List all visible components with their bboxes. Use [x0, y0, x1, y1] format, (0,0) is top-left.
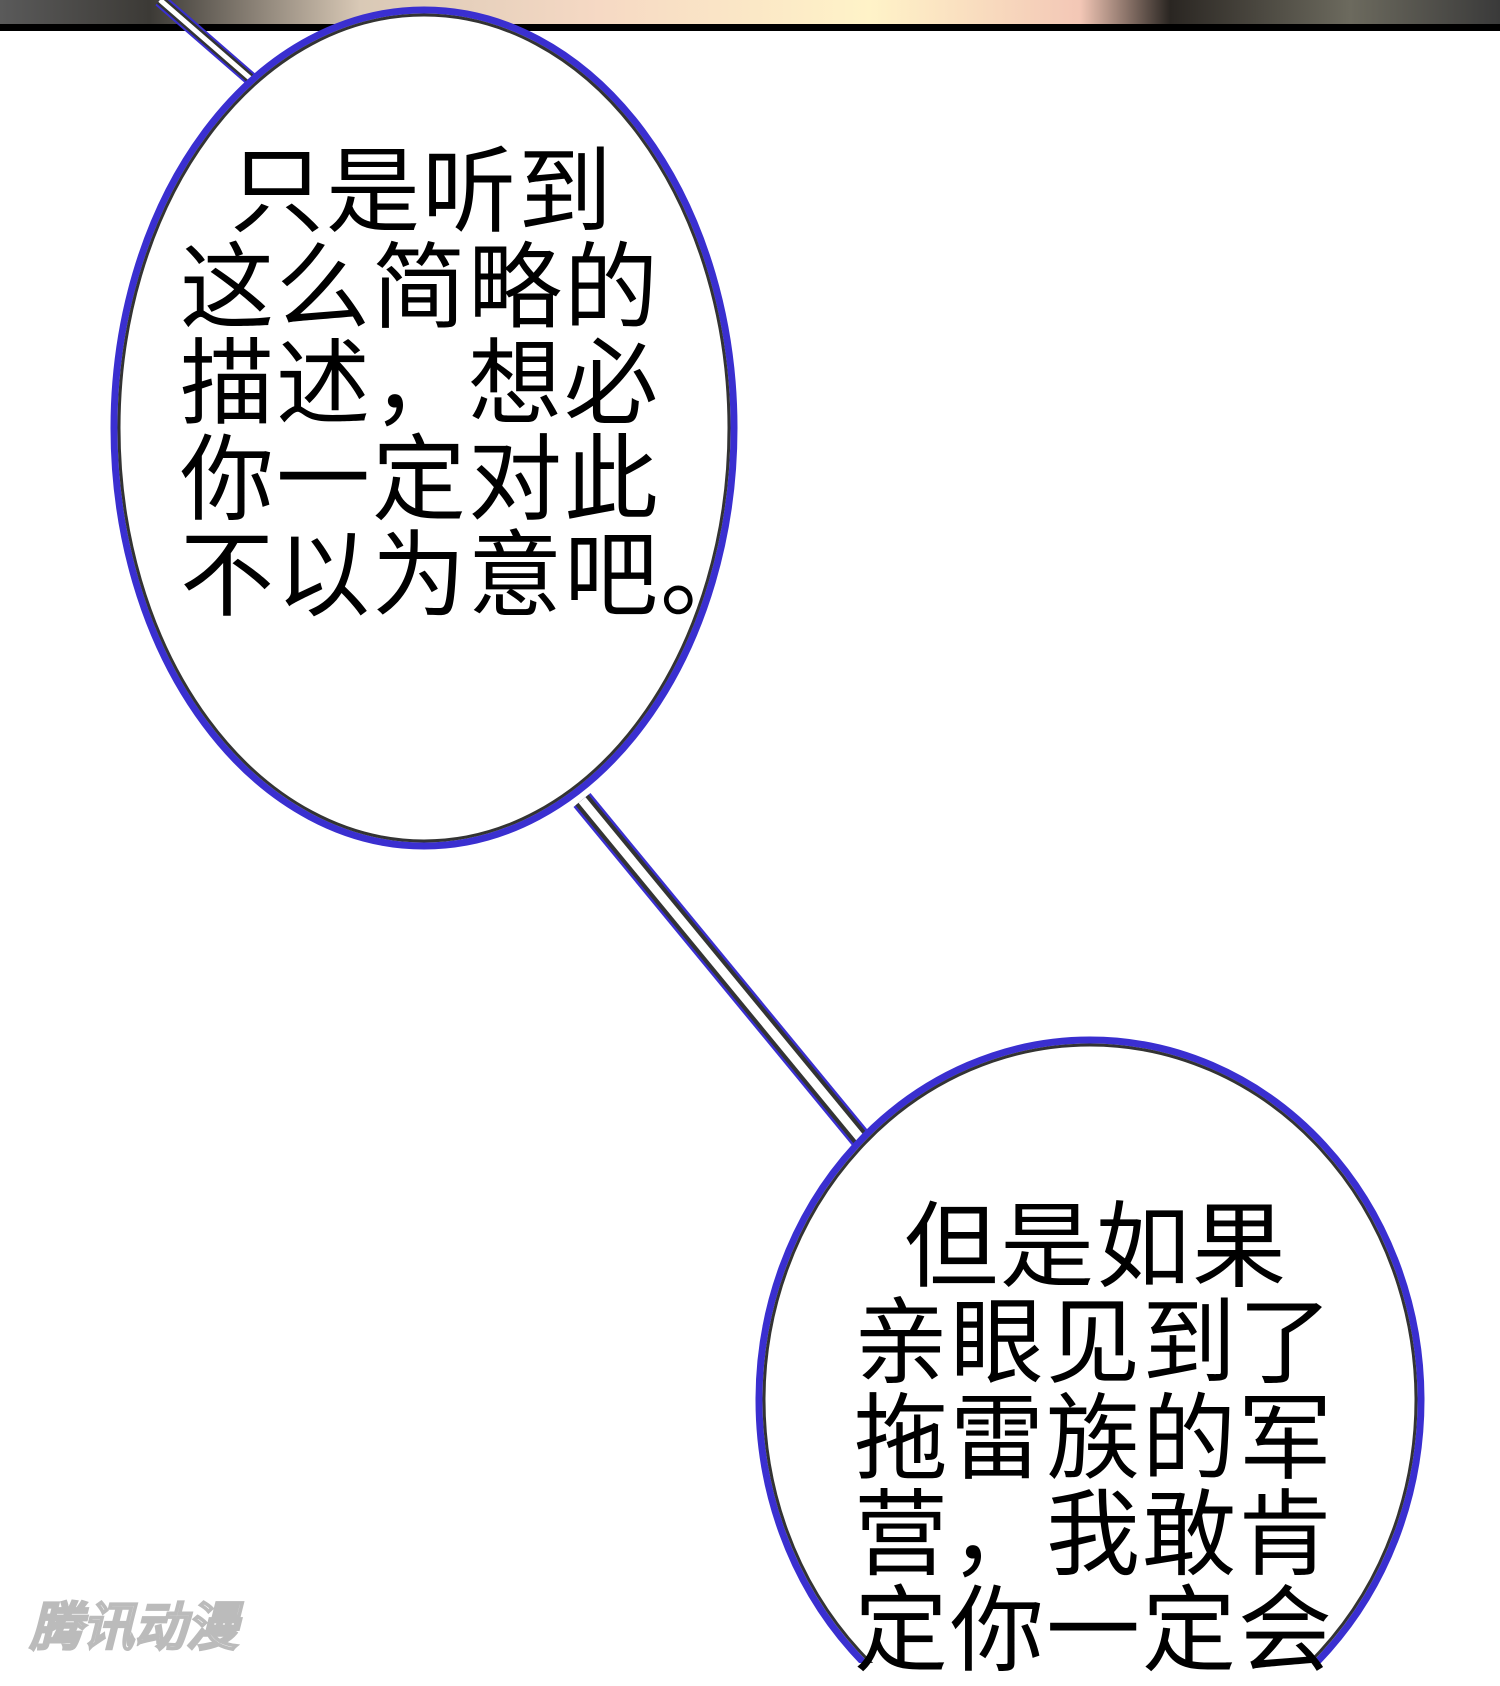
watermark-logo: 腾讯动漫: [29, 1597, 239, 1659]
bubble-1-line: 这么简略的: [180, 234, 661, 343]
bubble-2-line: 定你一定会: [854, 1577, 1335, 1686]
bubble-2-line: 营，我敢肯: [854, 1481, 1335, 1590]
bubble-1-line: 你一定对此: [180, 426, 661, 535]
bubble-1-line: 只是听到: [230, 138, 615, 247]
panel-border: [0, 24, 1500, 31]
bubble-2-line: 亲眼见到了: [854, 1289, 1335, 1398]
bubble-2-line: 拖雷族的军: [854, 1385, 1335, 1494]
bubble-1-text: 只是听到这么简略的描述，想必你一定对此不以为意吧。: [180, 145, 756, 625]
previous-panel-artwork: [0, 0, 1500, 25]
bubble-1-line: 描述，想必: [180, 330, 661, 439]
bubble-2-line: 但是如果: [904, 1193, 1289, 1302]
bubble-1-line: 不以为意吧。: [180, 522, 757, 631]
bubble-2-text: 但是如果亲眼见到了拖雷族的军营，我敢肯定你一定会: [854, 1200, 1334, 1680]
